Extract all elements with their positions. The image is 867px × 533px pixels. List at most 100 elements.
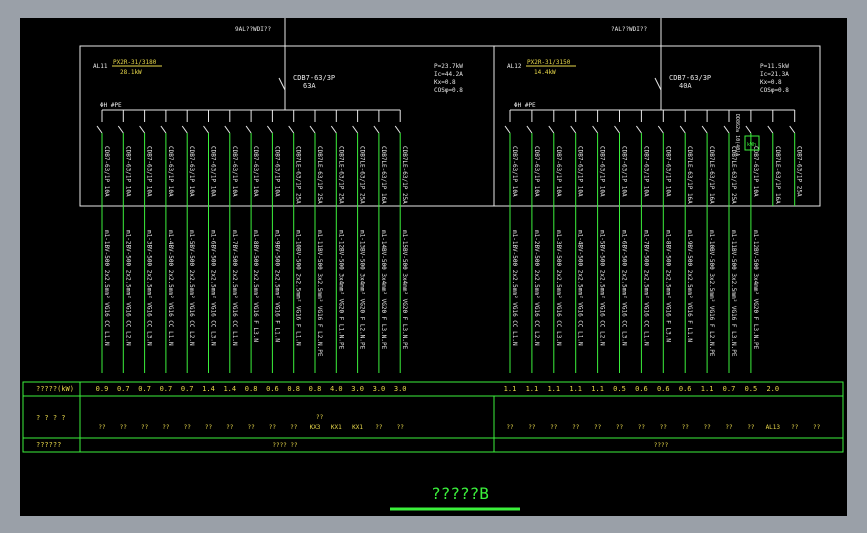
- table-row3-label: ??????: [36, 441, 61, 449]
- cable-label-10: m1-11BV-500 3x2.5mm² VG16 F L3.N.PE: [730, 230, 737, 357]
- room-right: ????: [654, 442, 669, 449]
- cable-label-13: m1-14BV-500 3x4mm² VG20 F L3.N.PE: [380, 230, 387, 350]
- use-4: ??: [184, 424, 192, 431]
- use-12: KX1: [352, 424, 363, 431]
- cable-label-9: m1-10BV-500 3x2.5mm² VG16 F L2.N.PE: [708, 230, 715, 357]
- param-3: COSφ=0.8: [760, 87, 789, 94]
- load-table: [22, 381, 844, 453]
- use-8: ??: [682, 424, 690, 431]
- power-9: 1.1: [701, 385, 714, 393]
- power-0: 1.1: [504, 385, 517, 393]
- use-0: ??: [506, 424, 514, 431]
- power-1: 1.1: [526, 385, 539, 393]
- param-3: COSφ=0.8: [434, 87, 463, 94]
- branch-breaker-11: [745, 125, 752, 134]
- power-14: 3.0: [394, 385, 407, 393]
- breaker-label-1: CDB7-63/1P 10A: [124, 146, 131, 197]
- use-9: ??: [290, 424, 298, 431]
- cable-label-1: m1-2BV-500 2x2.5mm² VG16 CC L2.N: [124, 230, 131, 346]
- param-0: P=11.5kW: [760, 63, 789, 70]
- room-left: ???? ??: [272, 442, 298, 449]
- breaker-label-9: CDB7LE-63/1P 16A: [708, 146, 715, 204]
- use-13: ??: [791, 424, 799, 431]
- use-2: ??: [141, 424, 149, 431]
- drawing-title-block: ?????B: [410, 484, 510, 503]
- use-13: ??: [375, 424, 383, 431]
- param-1: Ic=44.2A: [434, 71, 463, 78]
- cable-label-2: m1-3BV-500 2x2.5mm² VG16 CC L3.N: [146, 230, 153, 346]
- branch-breaker-10: [309, 125, 316, 134]
- breaker-label-10: CDB7LE-63/1P 25A: [730, 146, 737, 204]
- breaker-label-3: CDB7-63/1P 10A: [167, 146, 174, 197]
- main-breaker-label: CDB7-63/3P: [293, 74, 335, 82]
- power-2: 0.7: [138, 385, 151, 393]
- branch-breaker-4: [592, 125, 599, 134]
- cable-label-0: m1-1BV-500 2x2.5mm² VG16 CC L1.N: [511, 230, 518, 346]
- param-2: Kx=0.8: [760, 79, 782, 86]
- breaker-label-1: CDB7-63/1P 10A: [533, 146, 540, 197]
- branch-breaker-5: [203, 125, 209, 134]
- branch-breaker-7: [245, 125, 252, 134]
- power-10: 0.8: [309, 385, 322, 393]
- branch-breaker-6: [635, 125, 642, 134]
- cable-label-14: m1-15BV-500 3x4mm² VG20 F L3.N.PE: [401, 230, 408, 350]
- incoming-label: ?AL??WDI??: [611, 26, 648, 33]
- power-1: 0.7: [117, 385, 130, 393]
- meter-kw: 14.4kW: [534, 69, 556, 76]
- power-11: 4.0: [330, 385, 343, 393]
- breaker-label-2: CDB7-63/1P 10A: [146, 146, 153, 197]
- wiring-diagram: 9AL??WDI??CDB7-63/3P63AAL11PX2R-31/31802…: [22, 18, 844, 511]
- use-5: ??: [616, 424, 624, 431]
- cable-label-4: m1-5BV-500 2x2.5mm² VG16 CC L2.N: [188, 230, 195, 346]
- breaker-label-12: CDB7LE-63/1P 16A: [774, 146, 781, 204]
- drawing-title: ?????B: [431, 484, 489, 503]
- cable-label-3: m1-4BV-500 2x2.5mm² VG16 CC L1.N: [167, 230, 174, 346]
- cable-label-6: m1-7BV-500 2x2.5mm² VG16 CC L1.N: [642, 230, 649, 346]
- breaker-label-5: CDB7-63/1P 10A: [621, 146, 628, 197]
- use-3: ??: [162, 424, 170, 431]
- use-7: ??: [660, 424, 668, 431]
- use-1: ??: [120, 424, 128, 431]
- breaker-label-8: CDB7-63/1P 10A: [273, 146, 280, 197]
- use-1: ??: [528, 424, 536, 431]
- power-11: 0.5: [745, 385, 758, 393]
- cable-label-10: m1-11BV-500 3x2.5mm² VG16 F L2.N.PE: [316, 230, 323, 357]
- param-0: P=23.7kW: [434, 63, 463, 70]
- cable-label-7: m1-8BV-500 2x2.5mm² VG16 F L3.N: [252, 230, 259, 342]
- power-12: 2.0: [766, 385, 779, 393]
- branch-breaker-13: [373, 125, 380, 134]
- bus-label: ΦH #PE: [514, 102, 536, 109]
- branch-breaker-4: [181, 125, 188, 134]
- main-breaker-switch: [278, 77, 286, 91]
- breaker-label-14: CDB7LE-63/1P 25A: [401, 146, 408, 204]
- power-9: 0.8: [287, 385, 300, 393]
- branch-breaker-3: [160, 125, 167, 134]
- cable-label-8: m1-9BV-500 2x2.5mm² VG16 F L1.N: [686, 230, 693, 342]
- incoming-label: 9AL??WDI??: [235, 26, 272, 33]
- use-extra: ??: [316, 414, 324, 421]
- meter-label: PX2R-31/3180: [113, 59, 157, 66]
- breaker-label-5: CDB7-63/1P 10A: [210, 146, 217, 197]
- breaker-label-7: CDB7-63/1P 10A: [664, 146, 671, 197]
- cable-label-8: m1-9BV-500 2x2.5mm² VG16 F L1.N: [273, 230, 280, 342]
- bus-label: ΦH #PE: [100, 102, 122, 109]
- branch-breaker-6: [224, 125, 231, 134]
- breaker-label-11: CDB7-63/1P 10A: [752, 146, 759, 197]
- breaker-label-4: CDB7-63/1P 10A: [188, 146, 195, 197]
- use-8: ??: [269, 424, 277, 431]
- panel-outline: [79, 45, 821, 207]
- power-10: 0.7: [723, 385, 736, 393]
- branch-breaker-5: [614, 125, 620, 134]
- meter-kw: 28.1kW: [120, 69, 142, 76]
- breaker-label-7: CDB7-63/1P 10A: [252, 146, 259, 197]
- main-breaker-rating: 63A: [303, 82, 316, 90]
- power-0: 0.9: [96, 385, 109, 393]
- breaker-label-9: CDB7LE-63/1P 25A: [295, 146, 302, 204]
- breaker-label-13: CDB7LE-63/1P 16A: [380, 146, 387, 204]
- breaker-label-0: CDB7-63/1P 10A: [103, 146, 110, 197]
- cable-label-4: m1-5BV-500 2x2.5mm² VG16 CC L2.N: [599, 230, 606, 346]
- breaker-label-6: CDB7-63/1P 10A: [231, 146, 238, 197]
- panel-id: AL12: [507, 63, 522, 70]
- branch-breaker-9: [701, 125, 708, 134]
- cable-label-0: m1-1BV-500 2x2.5mm² VG16 CC L1.N: [103, 230, 110, 346]
